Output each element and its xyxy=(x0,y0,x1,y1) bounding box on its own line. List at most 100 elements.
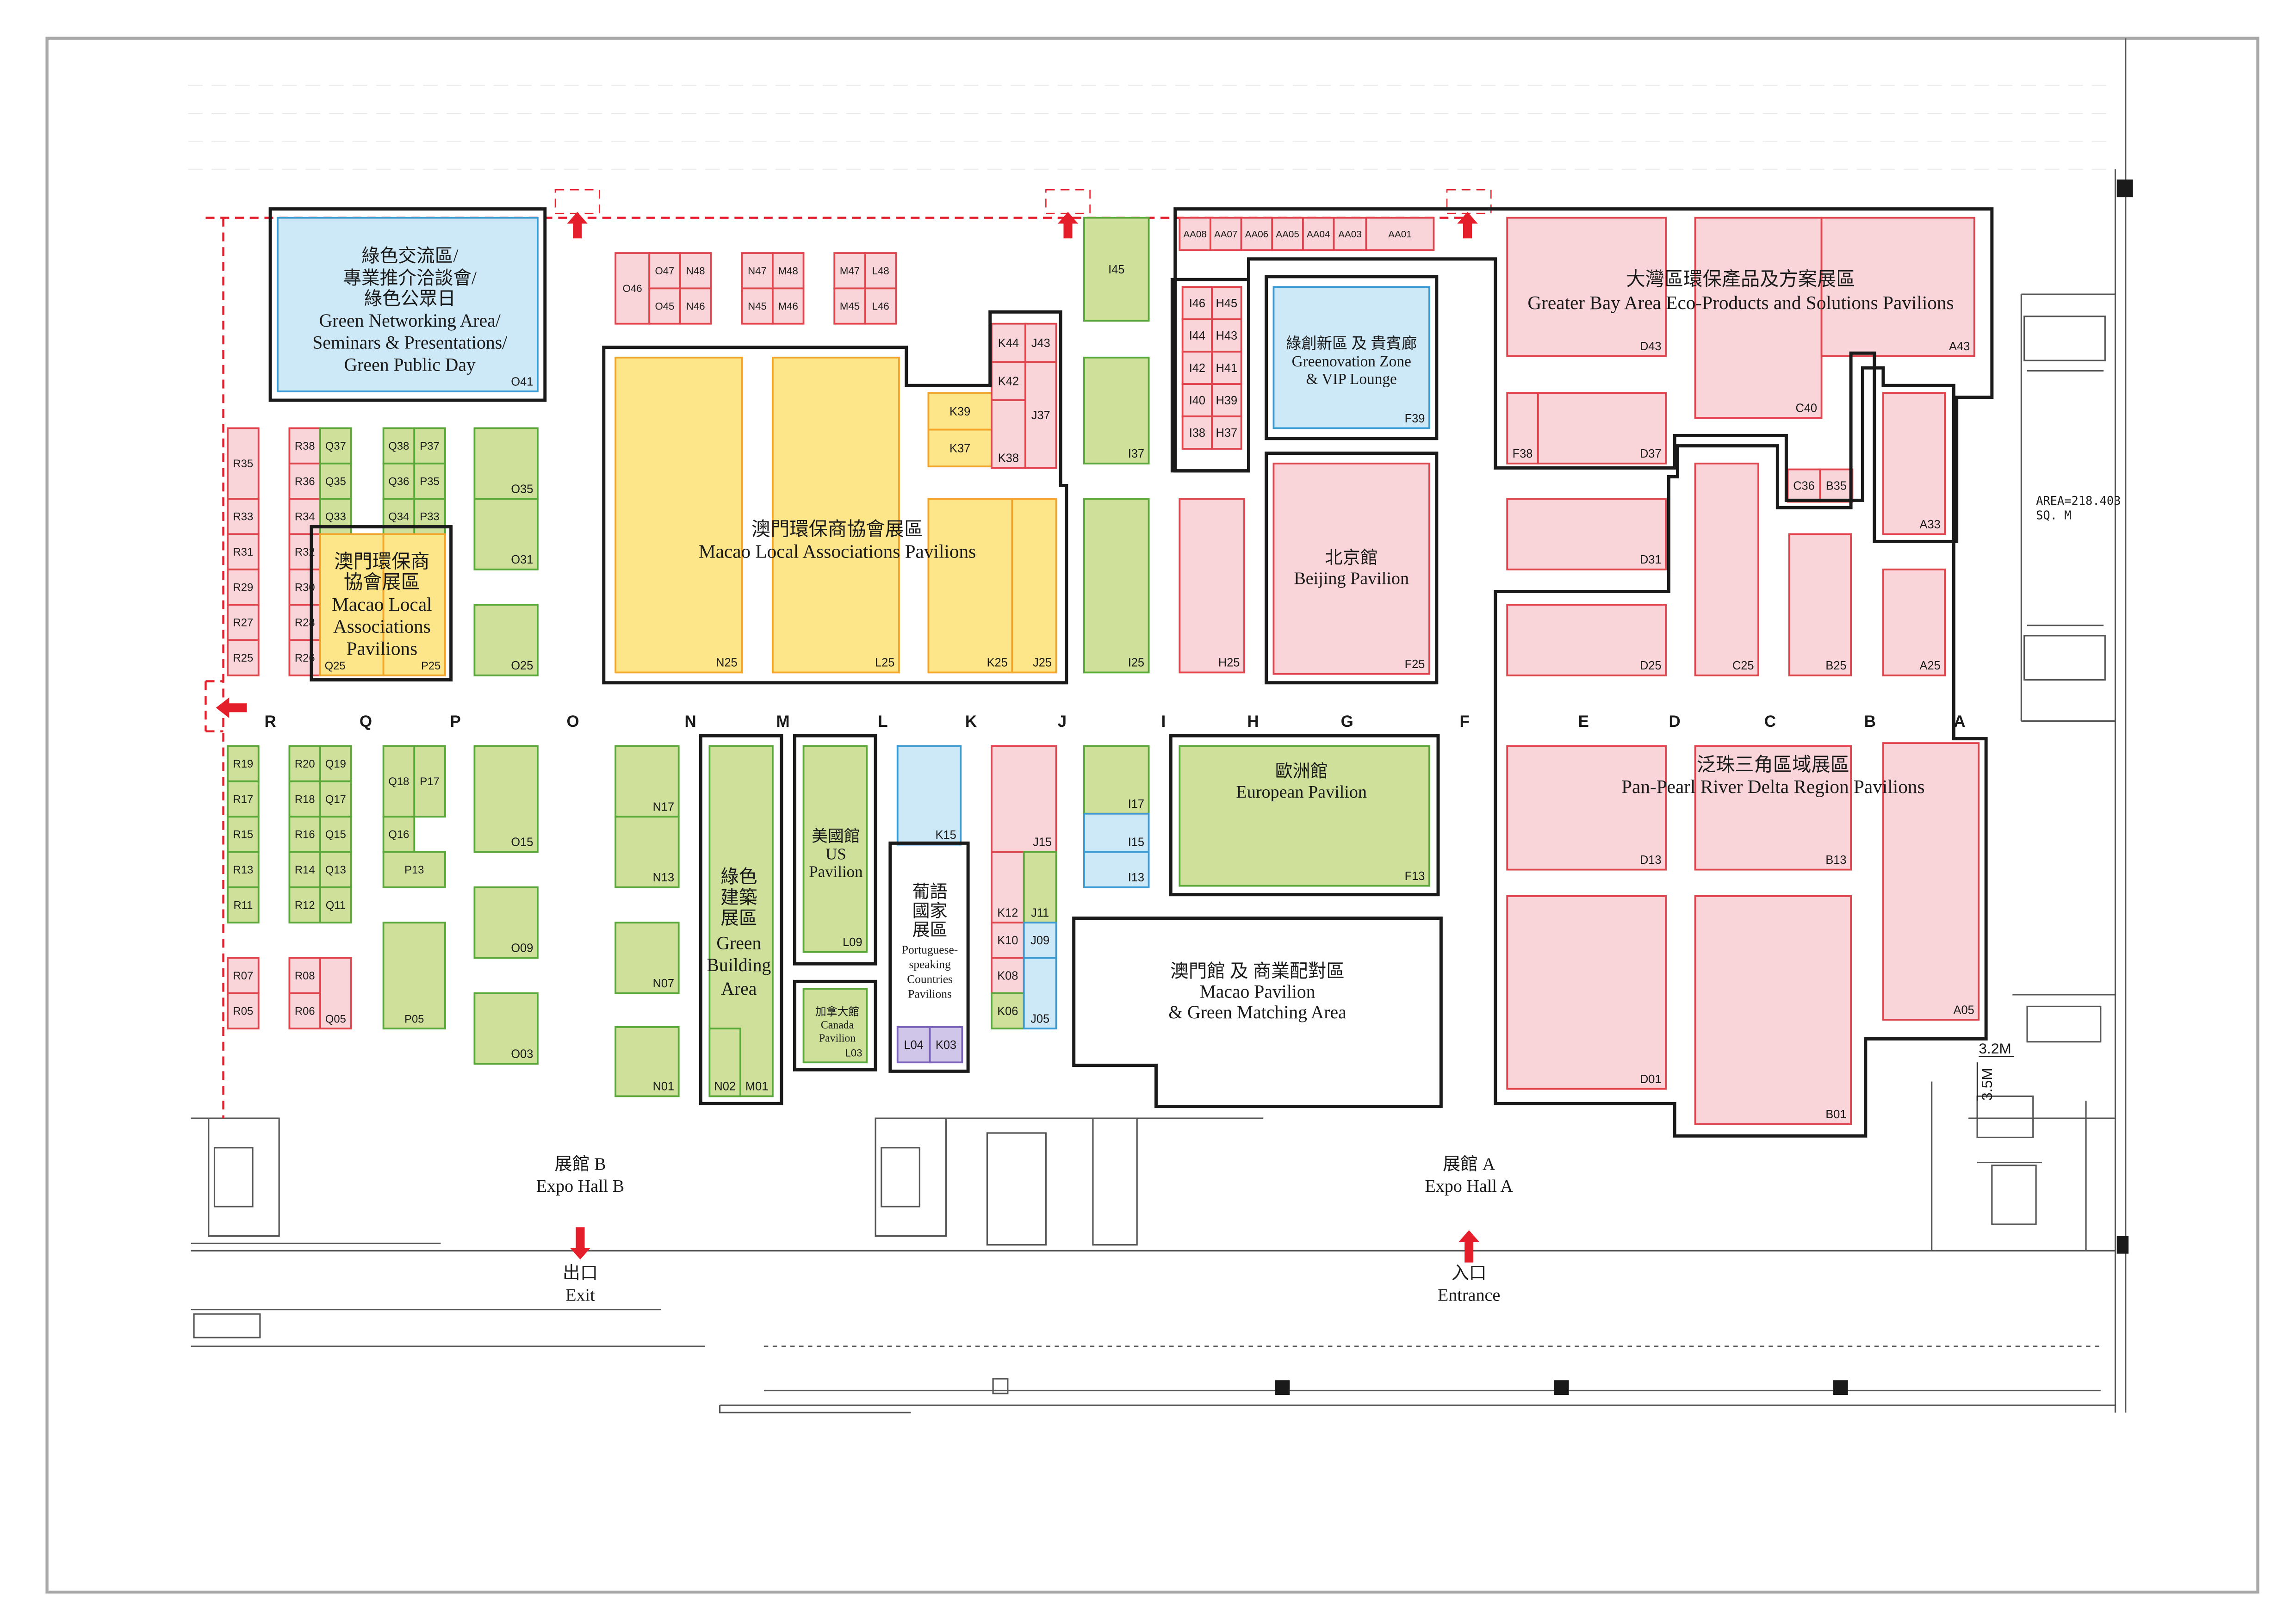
outline-east-upper xyxy=(1173,207,1994,1138)
booth-label: A33 xyxy=(1920,518,1941,531)
booth-label: O41 xyxy=(511,375,533,388)
column-letter: D xyxy=(1669,712,1681,731)
booth-m48: M48 xyxy=(771,252,805,290)
column-letter: F xyxy=(1459,712,1469,731)
booth-i42: I42 xyxy=(1181,351,1213,385)
booth-l09: L09 xyxy=(802,745,868,953)
booth-label: R34 xyxy=(295,511,315,523)
booth-a33: A33 xyxy=(1882,392,1946,535)
booth-label: K39 xyxy=(949,405,970,418)
booth-l25: L25 xyxy=(771,356,900,674)
booth-d25: D25 xyxy=(1506,604,1667,676)
booth-o03: O03 xyxy=(473,992,539,1065)
booth-o47: O47 xyxy=(648,252,681,290)
booth-a05: A05 xyxy=(1882,742,1980,1021)
booth-label: AA06 xyxy=(1245,229,1268,240)
booth-b13: B13 xyxy=(1694,745,1852,871)
booth-label: AA07 xyxy=(1214,229,1237,240)
booth-label: Q17 xyxy=(325,793,346,805)
column-letter: N xyxy=(684,712,696,731)
booth-i15: I15 xyxy=(1083,812,1150,853)
booth-label: J25 xyxy=(1033,657,1052,669)
booth-label: J37 xyxy=(1031,409,1050,422)
booth-c25: C25 xyxy=(1694,462,1759,676)
booth-label: L04 xyxy=(904,1039,923,1052)
booth-h43: H43 xyxy=(1211,318,1242,353)
booth-l04: L04 xyxy=(896,1026,931,1064)
booth-label: AA03 xyxy=(1338,229,1361,240)
booth-r36: R36 xyxy=(288,462,321,500)
booth-label: D31 xyxy=(1640,553,1662,566)
booth-label: K25 xyxy=(987,657,1008,669)
dimension-height: 3.5M xyxy=(1979,1068,1995,1101)
booth-label: M46 xyxy=(778,300,798,312)
booth-d01: D01 xyxy=(1506,895,1667,1090)
booth-label: R08 xyxy=(295,970,315,982)
booth-label: K37 xyxy=(949,442,970,455)
booth-d31: D31 xyxy=(1506,498,1667,570)
booth-k06: K06 xyxy=(990,992,1025,1030)
booth-label: Q05 xyxy=(325,1013,346,1025)
column-letter: I xyxy=(1161,712,1166,731)
booth-label: Q16 xyxy=(388,829,409,841)
booth-label: P13 xyxy=(404,864,424,876)
booth-r31: R31 xyxy=(227,533,260,570)
outline-macao-assoc-main xyxy=(602,310,1068,685)
booth-r16: R16 xyxy=(288,816,321,853)
booth-label: L48 xyxy=(872,265,889,277)
booth-f39: F39 xyxy=(1272,286,1430,429)
booth-i45: I45 xyxy=(1083,217,1150,322)
booth-o41: O41 xyxy=(277,217,539,392)
booth-aa01: AA01 xyxy=(1365,217,1435,251)
booth-label: O46 xyxy=(623,283,642,294)
booth-j25: J25 xyxy=(1011,498,1057,674)
booth-n45: N45 xyxy=(741,287,774,325)
booth-label: R12 xyxy=(295,899,315,911)
booth-label: I15 xyxy=(1128,836,1144,849)
booth-label: P25 xyxy=(421,660,441,672)
booth-label: I25 xyxy=(1128,657,1144,669)
booth-label: J11 xyxy=(1031,906,1049,919)
column-letter: R xyxy=(265,712,276,731)
booth-q17: Q17 xyxy=(319,780,352,818)
booth-n02: N02 xyxy=(708,1028,741,1097)
outline-us xyxy=(793,734,877,966)
booth-label: C40 xyxy=(1795,402,1817,415)
arrow-left-icon xyxy=(216,697,247,719)
booth-label: R19 xyxy=(233,758,254,770)
booth-m46: M46 xyxy=(771,287,805,325)
booth-k38: K38 xyxy=(990,399,1026,469)
booth-aa03: AA03 xyxy=(1333,217,1367,251)
booth-o25: O25 xyxy=(473,604,539,676)
booth-d43: D43 xyxy=(1506,217,1667,357)
booth-aa04: AA04 xyxy=(1302,217,1335,251)
booth-label: K15 xyxy=(936,829,956,842)
booth-q11: Q11 xyxy=(319,886,352,924)
booth-label: R29 xyxy=(233,581,254,594)
booth-label: L25 xyxy=(875,657,894,669)
booth-n48: N48 xyxy=(679,252,712,290)
booth-r07: R07 xyxy=(227,957,260,994)
column-letter: K xyxy=(965,712,977,731)
booth-label: L46 xyxy=(872,300,889,312)
booth-b25: B25 xyxy=(1788,533,1852,676)
booth-label: B25 xyxy=(1825,659,1846,672)
booth-label: O03 xyxy=(511,1048,533,1061)
booth-label: C36 xyxy=(1793,479,1815,492)
pavilion-outline-layer xyxy=(268,207,1994,1138)
column-letter: C xyxy=(1764,712,1776,731)
booth-label: J09 xyxy=(1030,934,1049,947)
booth-label: L09 xyxy=(843,936,862,949)
booth-q37: Q37 xyxy=(319,427,352,465)
booth-label: N46 xyxy=(686,300,705,312)
column-letter: A xyxy=(1954,712,1965,731)
booth-aa06: AA06 xyxy=(1240,217,1273,251)
